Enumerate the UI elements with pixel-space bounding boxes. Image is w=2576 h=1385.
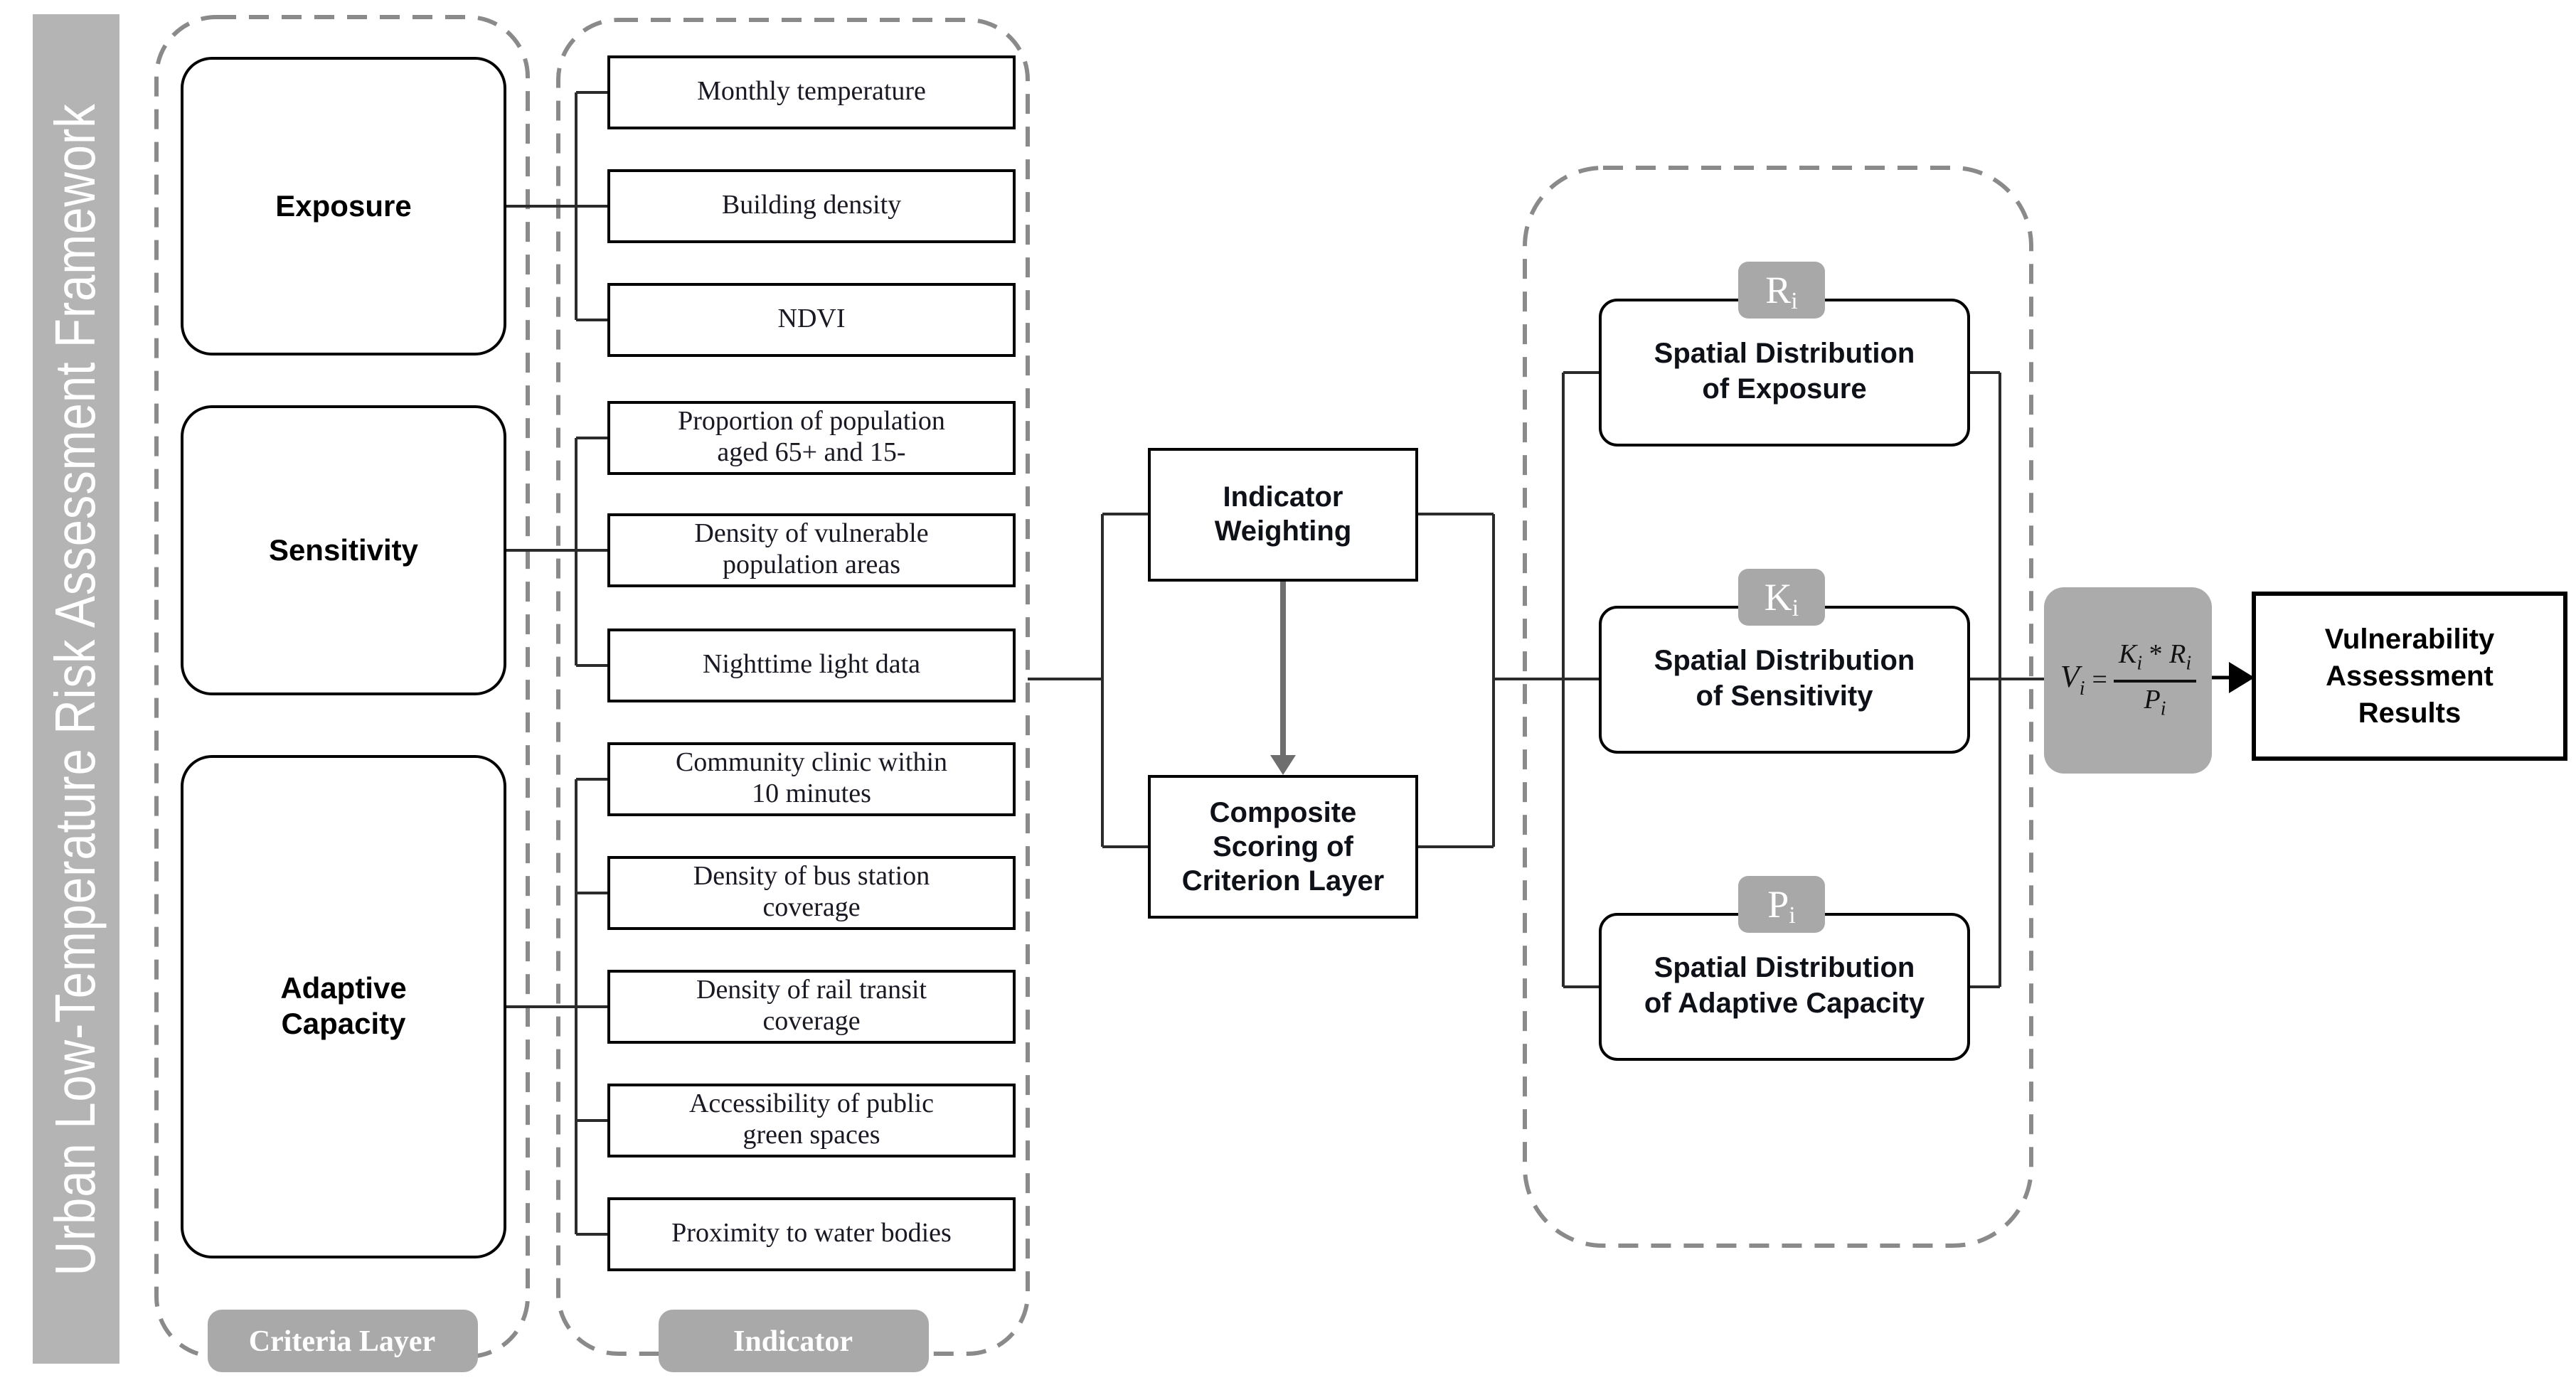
criteria-box-sensitivity: Sensitivity <box>181 405 506 695</box>
indicator-box-rail-transit: Density of rail transit coverage <box>607 970 1016 1044</box>
processing-label: Composite Scoring of Criterion Layer <box>1181 797 1385 897</box>
sensitivity-indicators-bracket <box>506 437 607 667</box>
indicator-box-green-spaces: Accessibility of public green spaces <box>607 1084 1016 1157</box>
formula-numerator: Ki * Ri <box>2114 639 2196 682</box>
tag-subscript: i <box>1789 901 1796 928</box>
indicator-box-community-clinic: Community clinic within 10 minutes <box>607 742 1016 816</box>
spatial-exposure-box: Spatial Distribution of Exposure <box>1599 299 1970 446</box>
indicator-layer-badge: Indicator <box>658 1310 928 1372</box>
weighting-to-scoring-arrow <box>1270 582 1296 775</box>
vulnerability-results-box: Vulnerability Assessment Results <box>2252 592 2567 761</box>
indicator-label: Proximity to water bodies <box>671 1219 952 1248</box>
tag-symbol: K <box>1764 575 1792 618</box>
spatial-fanout-bracket <box>1562 371 1599 988</box>
criteria-box-exposure: Exposure <box>181 57 506 355</box>
badge-label: Criteria Layer <box>248 1323 436 1357</box>
indicator-label: Community clinic within 10 minutes <box>675 748 948 809</box>
spatial-adaptive-capacity-box: Spatial Distribution of Adaptive Capacit… <box>1599 913 1970 1061</box>
framework-title-banner: Urban Low-Temperature Risk Assessment Fr… <box>33 14 119 1364</box>
indicator-label: Monthly temperature <box>697 77 926 107</box>
formula-fraction: Ki * Ri Pi <box>2114 639 2196 721</box>
indicator-label: Accessibility of public green spaces <box>688 1089 935 1150</box>
framework-title: Urban Low-Temperature Risk Assessment Fr… <box>44 102 107 1276</box>
spatial-sensitivity-box: Spatial Distribution of Sensitivity <box>1599 606 1970 754</box>
indicator-box-bus-station: Density of bus station coverage <box>607 856 1016 930</box>
criteria-label: Exposure <box>275 190 412 223</box>
criteria-box-adaptive-capacity: Adaptive Capacity <box>181 755 506 1258</box>
vulnerability-formula-box: Vi = Ki * Ri Pi <box>2044 587 2212 774</box>
composite-scoring-box: Composite Scoring of Criterion Layer <box>1148 775 1418 919</box>
spatial-label: Spatial Distribution of Exposure <box>1654 338 1915 405</box>
indicator-label: Nighttime light data <box>702 650 921 680</box>
indicator-box-vulnerable-population: Density of vulnerable population areas <box>607 513 1016 587</box>
indicator-label: Density of rail transit coverage <box>696 975 927 1037</box>
spatial-label: Spatial Distribution of Sensitivity <box>1654 646 1915 712</box>
equals-sign: = <box>2092 665 2107 695</box>
indicator-label: Building density <box>721 191 902 220</box>
indicator-box-ndvi: NDVI <box>607 283 1016 357</box>
indicators-processing-bracket <box>1028 513 1148 848</box>
indicator-weighting-box: Indicator Weighting <box>1148 448 1418 582</box>
indicator-label: Density of bus station coverage <box>693 862 930 923</box>
processing-label: Indicator Weighting <box>1214 482 1352 547</box>
formula-denominator: Pi <box>2144 685 2166 720</box>
indicator-box-water-bodies: Proximity to water bodies <box>607 1197 1016 1271</box>
spatial-formula-bracket <box>1970 371 2044 988</box>
tag-subscript: i <box>1791 287 1798 314</box>
indicator-box-monthly-temperature: Monthly temperature <box>607 55 1016 129</box>
adaptive-indicators-bracket <box>506 778 607 1236</box>
formula-to-result-arrow <box>2212 662 2255 693</box>
indicator-box-nighttime-light: Nighttime light data <box>607 629 1016 702</box>
tag-symbol: P <box>1767 882 1789 925</box>
result-label: Vulnerability Assessment Results <box>2324 624 2495 729</box>
criteria-label: Adaptive Capacity <box>280 973 407 1041</box>
tag-subscript: i <box>1792 594 1799 621</box>
indicator-label: Density of vulnerable population areas <box>694 519 929 580</box>
criteria-layer-badge: Criteria Layer <box>207 1310 477 1372</box>
processing-spatial-feed <box>1418 513 1599 848</box>
indicator-label: Proportion of population aged 65+ and 15… <box>678 407 945 468</box>
exposure-indicators-bracket <box>506 91 607 321</box>
formula-lhs: Vi <box>2060 658 2085 701</box>
indicator-label: NDVI <box>777 304 846 334</box>
indicator-box-building-density: Building density <box>607 169 1016 243</box>
indicator-box-population-aged: Proportion of population aged 65+ and 15… <box>607 401 1016 475</box>
criteria-label: Sensitivity <box>268 534 419 567</box>
badge-label: Indicator <box>733 1323 853 1357</box>
tag-symbol: R <box>1765 268 1792 311</box>
spatial-label: Spatial Distribution of Adaptive Capacit… <box>1644 953 1925 1020</box>
